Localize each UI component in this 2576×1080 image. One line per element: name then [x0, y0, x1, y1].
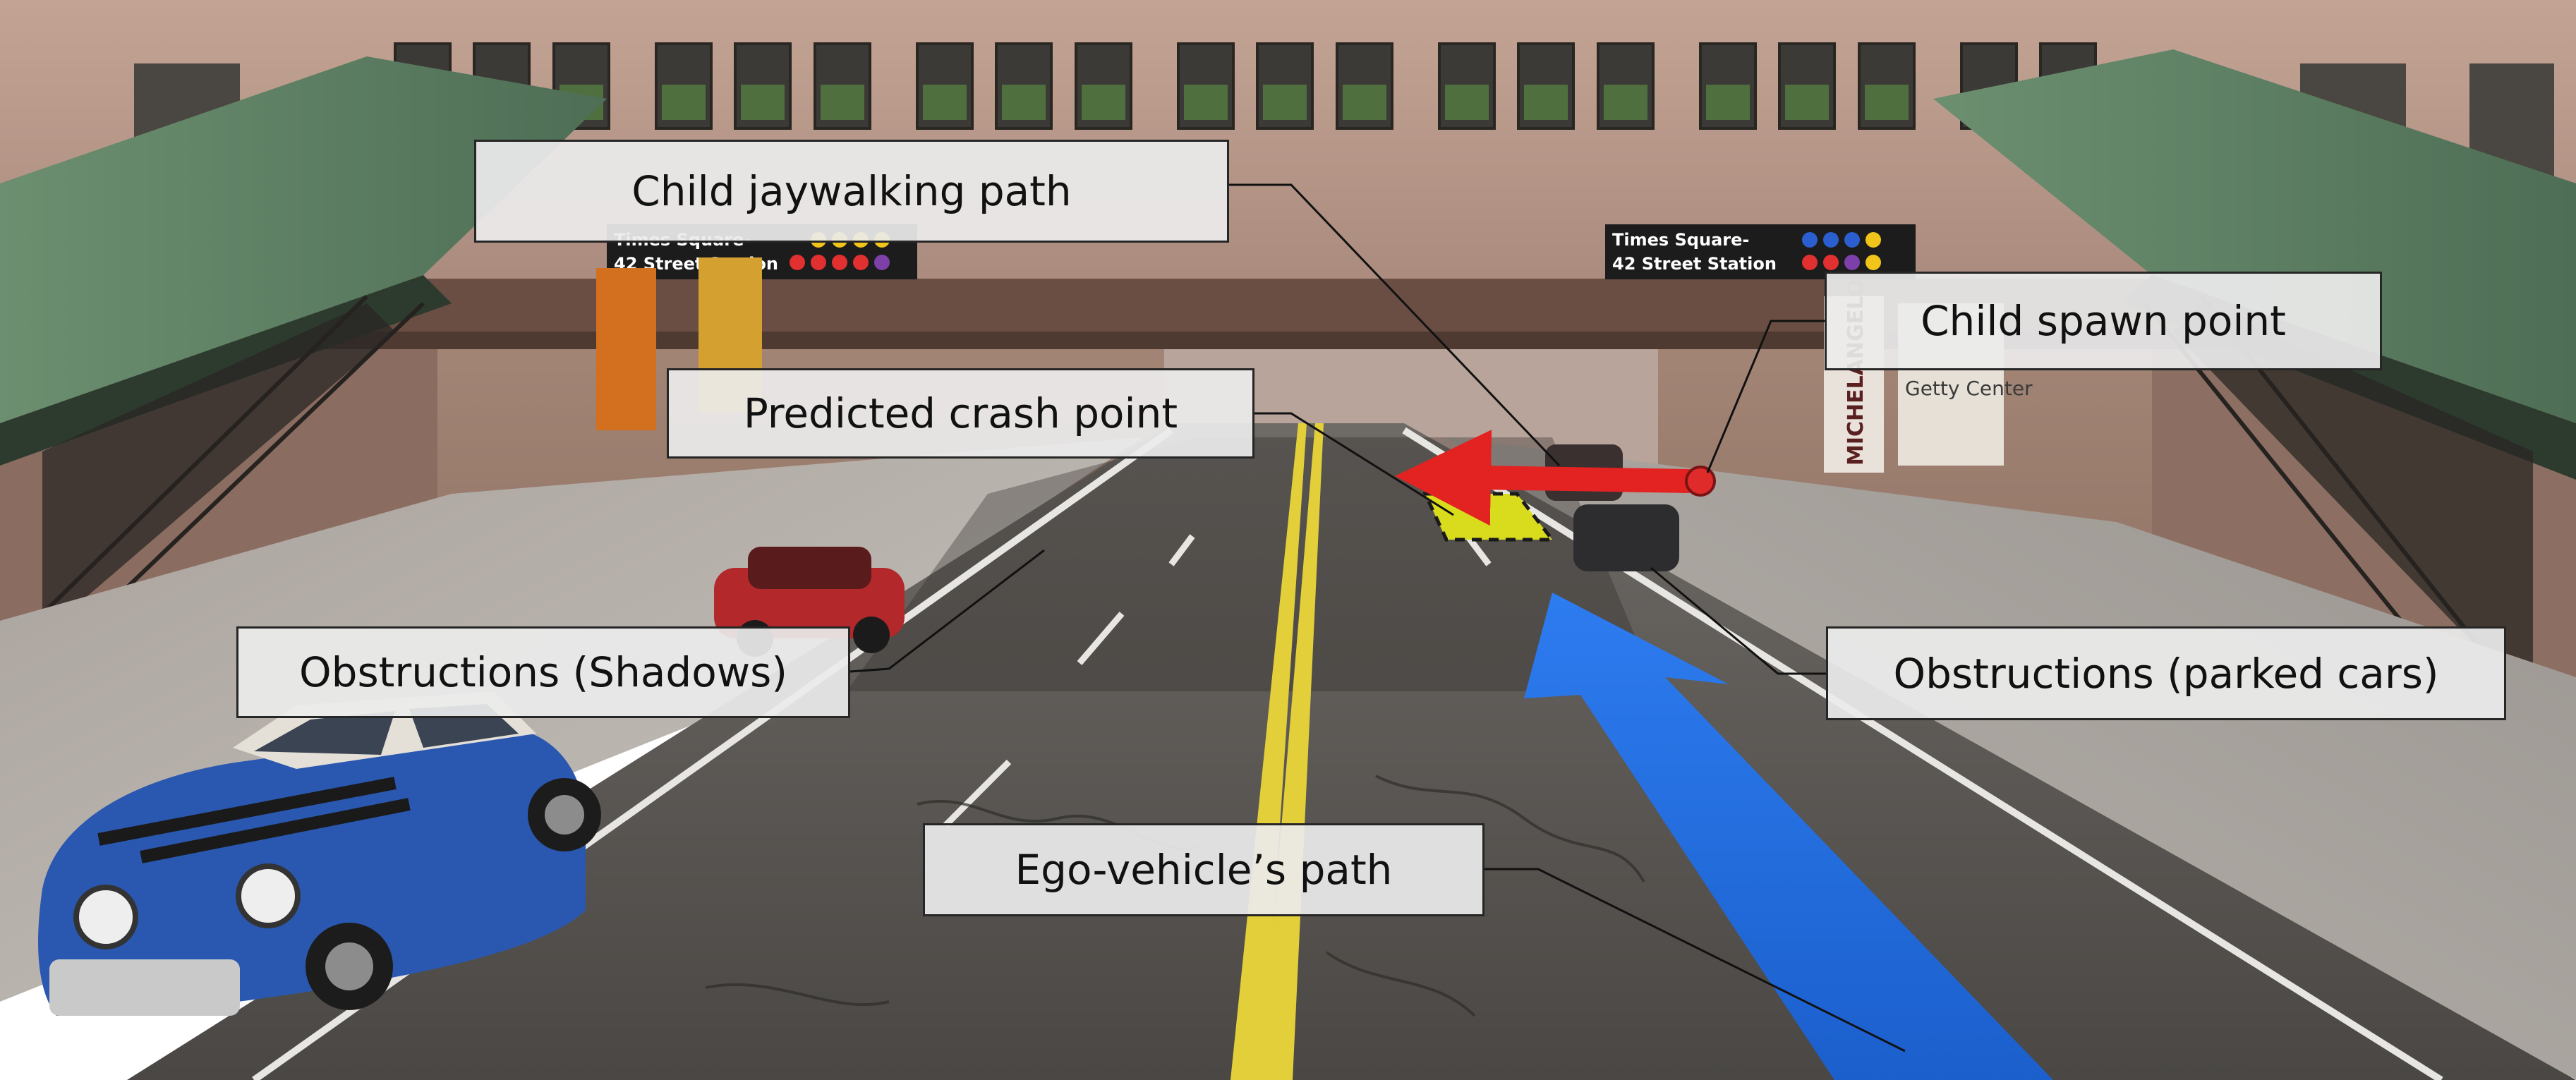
- station-sign-right: Times Square- 42 Street Station: [1605, 224, 1916, 279]
- callout-obstructions-parked-cars: Obstructions (parked cars): [1826, 626, 2506, 720]
- callout-child-spawn-point-label: Child spawn point: [1921, 297, 2286, 345]
- child-spawn-point: [1685, 466, 1716, 497]
- callout-child-jaywalking-path: Child jaywalking path: [474, 140, 1229, 243]
- callout-predicted-crash-point: Predicted crash point: [667, 368, 1254, 459]
- callout-ego-vehicle-path-label: Ego-vehicle’s path: [1015, 846, 1393, 894]
- callout-obstructions-shadows-label: Obstructions (Shadows): [298, 648, 787, 696]
- callout-obstructions-shadows: Obstructions (Shadows): [236, 626, 850, 718]
- callout-child-jaywalking-path-label: Child jaywalking path: [631, 167, 1072, 215]
- callout-ego-vehicle-path: Ego-vehicle’s path: [923, 823, 1484, 916]
- banner-getty-text: Getty Center: [1905, 377, 2033, 400]
- station-sign-right-line1: Times Square-: [1612, 230, 1749, 250]
- callout-obstructions-parked-cars-label: Obstructions (parked cars): [1893, 649, 2439, 698]
- right-sidewalk: [1446, 437, 2576, 1079]
- callout-predicted-crash-point-label: Predicted crash point: [743, 389, 1178, 437]
- jaywalk-arrow: [1395, 430, 1691, 526]
- left-canopy-stairway: [0, 56, 607, 637]
- station-sign-right-line2: 42 Street Station: [1612, 254, 1777, 274]
- blue-mini-car: [38, 691, 601, 1016]
- callout-leader-lines: [849, 183, 1906, 1052]
- bridge-window-greens: [401, 85, 1909, 120]
- callout-child-spawn-point: Child spawn point: [1825, 272, 2382, 370]
- ego-path-arrow: [1524, 593, 2053, 1080]
- road: [127, 423, 2576, 1080]
